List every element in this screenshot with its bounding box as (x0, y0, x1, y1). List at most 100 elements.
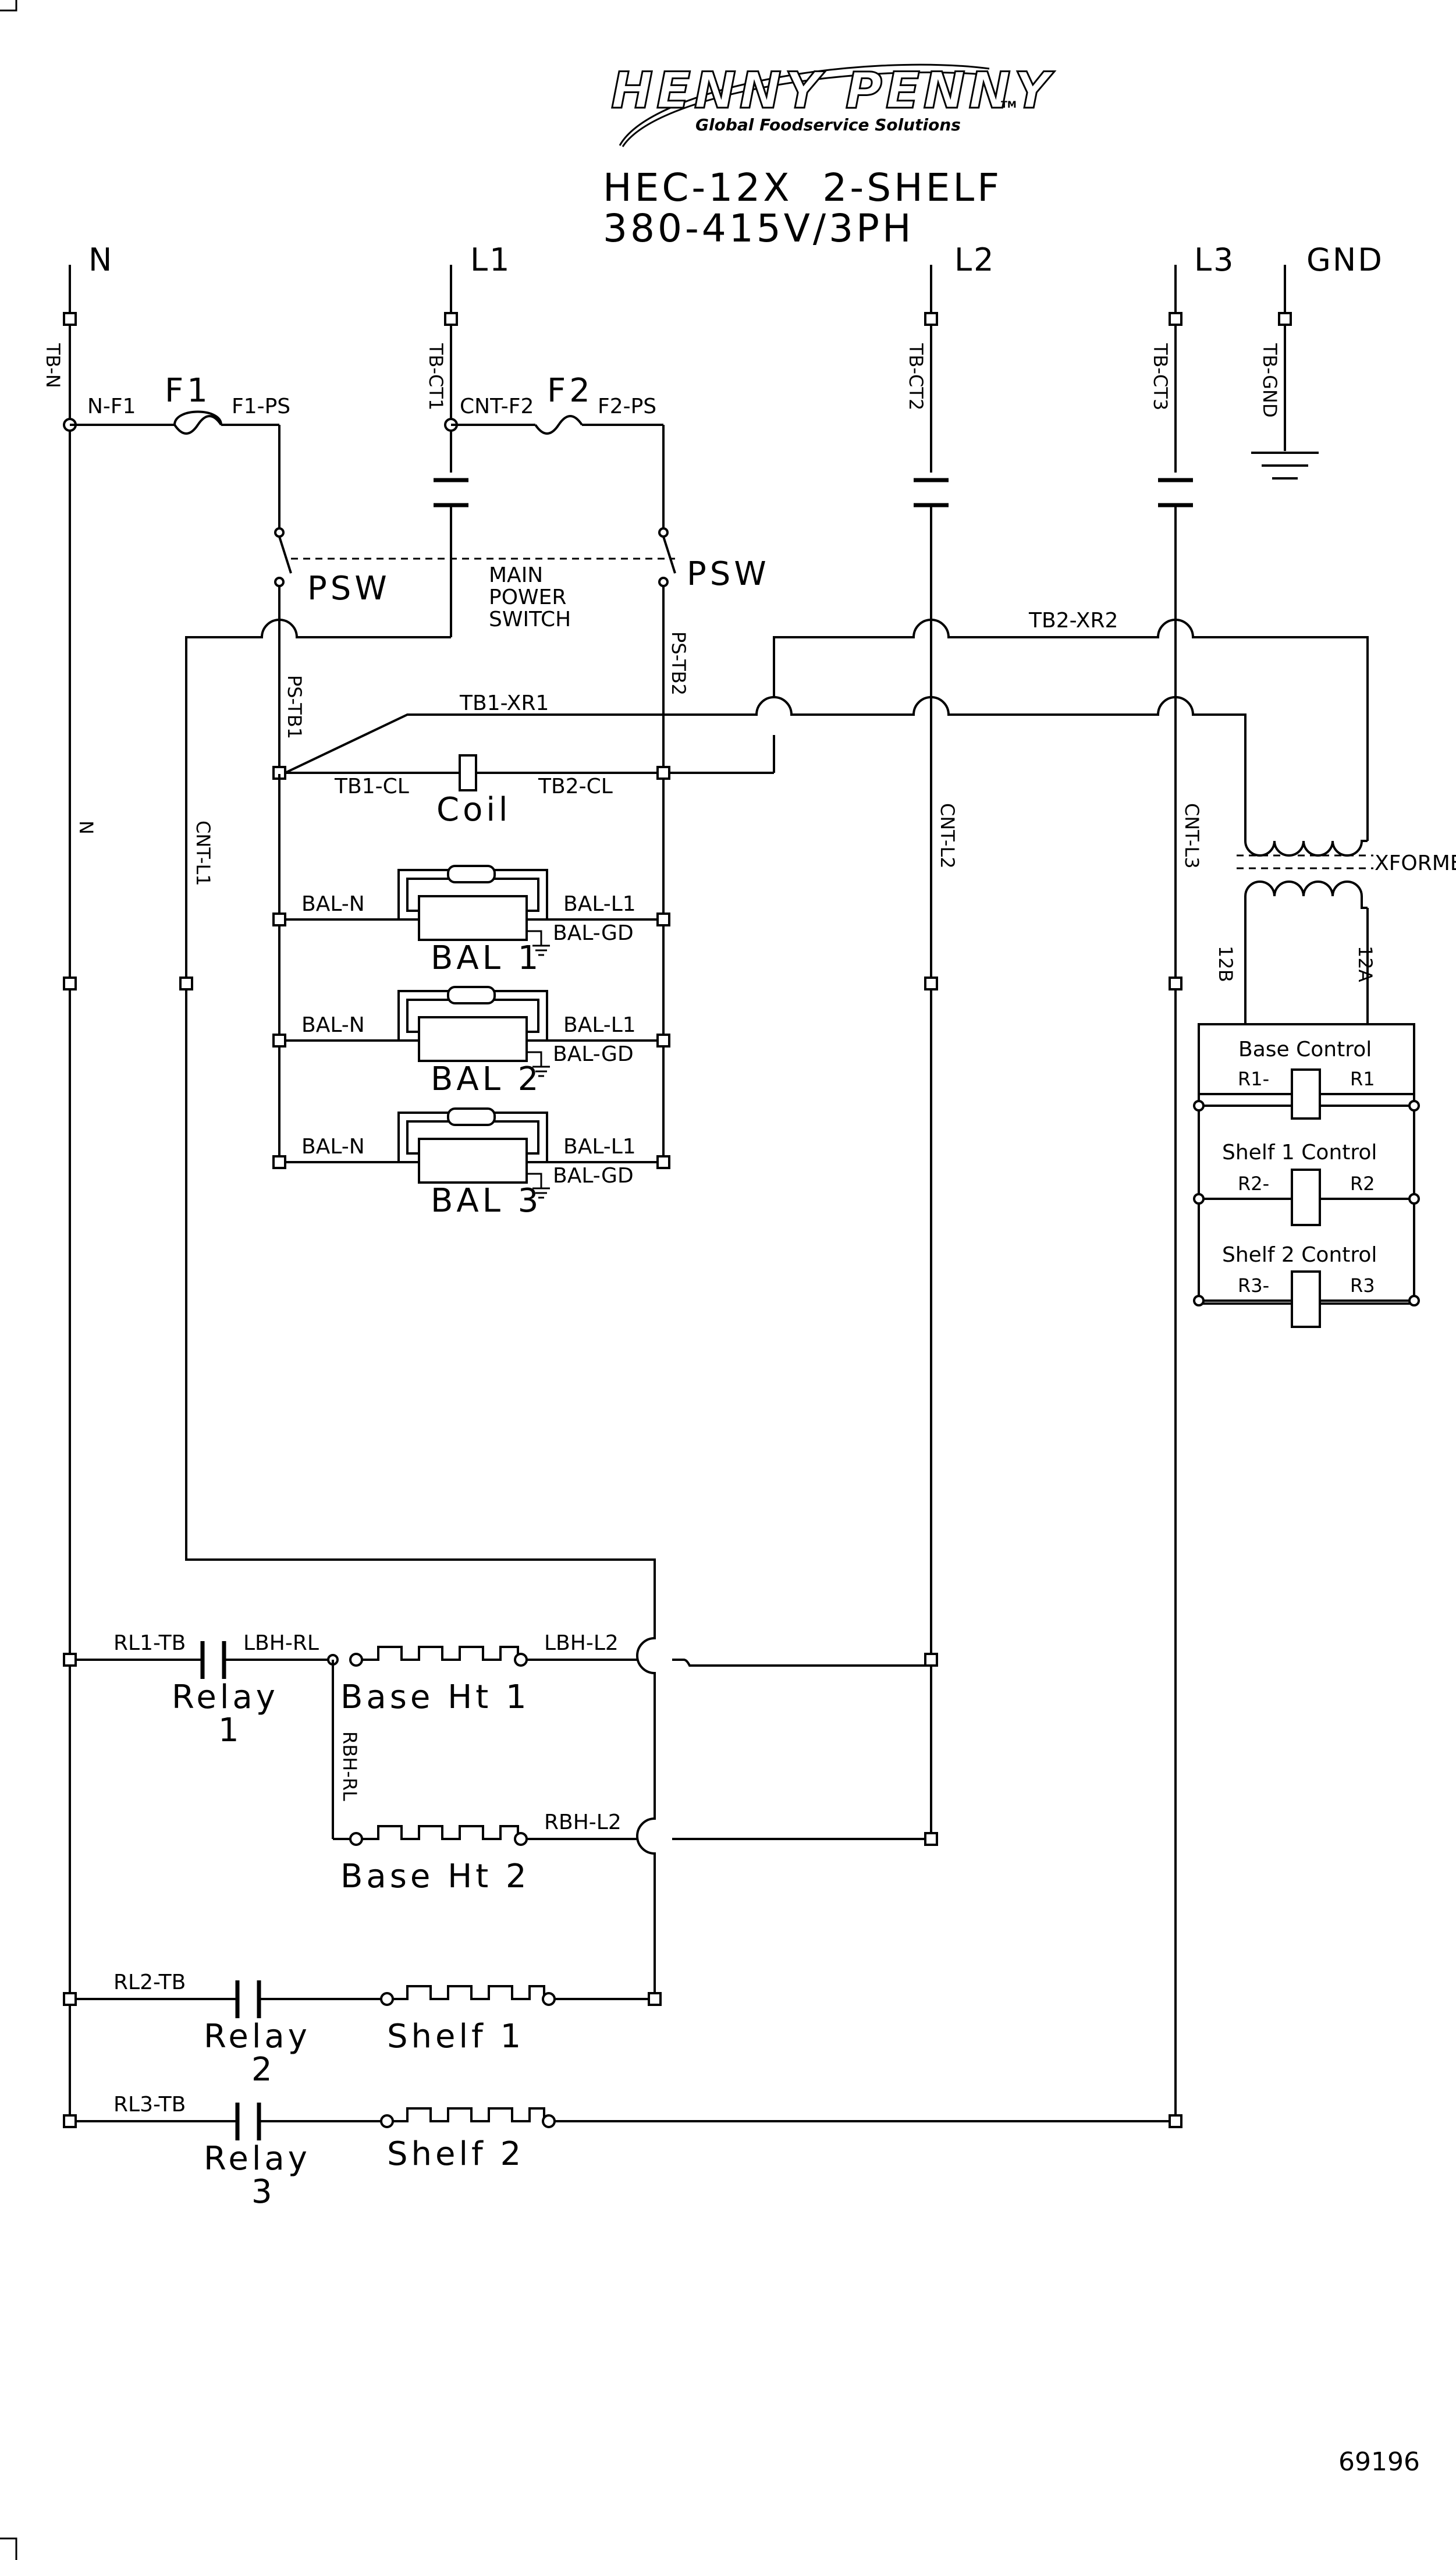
n-wire-label: N (75, 821, 97, 835)
transformer (1237, 840, 1373, 1024)
lbh-l2-wire-label: LBH-L2 (544, 1631, 619, 1655)
relay-1-circuit (63, 1641, 925, 1839)
bal1-label: BAL 1 (431, 939, 542, 977)
coil-label: Coil (436, 791, 511, 829)
r3-minus-label: R3- (1238, 1274, 1269, 1297)
l2-bus (914, 265, 949, 1846)
relay3-number: 3 (251, 2173, 276, 2211)
wire-12b-label: 12B (1214, 946, 1237, 982)
tb2-xr2-wire-label: TB2-XR2 (1028, 609, 1118, 633)
f2-label: F2 (547, 372, 594, 410)
coil-symbol (459, 754, 477, 791)
r3-label: R3 (1350, 1274, 1375, 1297)
cnt-f2-wire-label: CNT-F2 (460, 395, 534, 418)
relay1-label: Relay (172, 1678, 279, 1716)
base-ht-2-label: Base Ht 2 (340, 1858, 530, 1895)
base-control-label: Base Control (1238, 1038, 1372, 1061)
shelf1-control-label: Shelf 1 Control (1222, 1141, 1377, 1164)
f2-ps-wire-label: F2-PS (598, 395, 656, 418)
rl1-tb-wire-label: RL1-TB (113, 1631, 186, 1655)
tb-ct1-wire-label: TB-CT1 (425, 343, 447, 410)
xformer-label: XFORMER (1375, 851, 1456, 875)
rl3-tb-wire-label: RL3-TB (113, 2093, 186, 2117)
ballast-3 (272, 1107, 670, 1199)
r2-minus-label: R2- (1238, 1173, 1269, 1195)
brand-tagline: Global Foodservice Solutions (695, 115, 961, 134)
coil-row (272, 735, 775, 791)
main-switch-label-1: MAIN (489, 563, 543, 587)
line-l2-label: L2 (954, 242, 995, 278)
bal3-label: BAL 3 (431, 1182, 542, 1220)
bal2-label: BAL 2 (431, 1060, 542, 1098)
bal2-n-wire-label: BAL-N (301, 1013, 365, 1037)
fuse-f1 (70, 410, 280, 528)
bal3-n-wire-label: BAL-N (301, 1135, 365, 1159)
bal1-n-wire-label: BAL-N (301, 892, 365, 916)
bal1-l1-wire-label: BAL-L1 (563, 892, 636, 916)
f1-ps-wire-label: F1-PS (232, 395, 290, 418)
bal3-l1-wire-label: BAL-L1 (563, 1135, 636, 1159)
tb2-xr2-wire (773, 619, 1369, 841)
base-heater-2-circuit (333, 1825, 925, 1846)
relay2-label: Relay (204, 2018, 311, 2055)
l1-bus (434, 265, 468, 637)
cnt-l3-wire-label: CNT-L3 (1181, 803, 1203, 869)
shelf-2-label: Shelf 2 (387, 2135, 524, 2173)
ground-terminal (1251, 265, 1319, 480)
wire-12a-label: 12A (1354, 946, 1376, 982)
model-title: HEC-12X 2-SHELF (603, 165, 1002, 210)
lbh-rl-wire-label: LBH-RL (243, 1631, 319, 1655)
l3-bus (1158, 265, 1193, 2128)
tb-ct3-wire-label: TB-CT3 (1149, 343, 1171, 410)
r1-minus-label: R1- (1238, 1068, 1269, 1090)
tb2-cl-wire-label: TB2-CL (538, 775, 613, 798)
relay1-number: 1 (218, 1712, 243, 1749)
bal2-gd-wire-label: BAL-GD (553, 1042, 634, 1066)
cnt-l1-wire (179, 619, 656, 1999)
relay3-label: Relay (204, 2140, 311, 2178)
trademark: TM (1001, 99, 1017, 110)
main-power-switch (274, 527, 676, 1164)
cnt-l1-wire-label: CNT-L1 (192, 821, 214, 886)
fuse-f2 (451, 415, 665, 528)
bal2-l1-wire-label: BAL-L1 (563, 1013, 636, 1037)
line-gnd-label: GND (1306, 242, 1384, 278)
r2-label: R2 (1350, 1173, 1375, 1195)
ballast-1 (272, 774, 670, 1164)
f1-label: F1 (165, 372, 211, 410)
line-l3-label: L3 (1194, 242, 1235, 278)
relay-2-circuit (63, 1980, 662, 2018)
tb-n-wire-label: TB-N (42, 343, 64, 388)
line-l1-label: L1 (470, 242, 511, 278)
tb1-xr1-wire (285, 696, 1247, 841)
ballast-2 (272, 986, 670, 1077)
bal3-gd-wire-label: BAL-GD (553, 1164, 634, 1188)
tb1-cl-wire-label: TB1-CL (334, 775, 409, 798)
drawing-number: 69196 (1338, 2447, 1420, 2477)
r1-label: R1 (1350, 1068, 1375, 1090)
shelf2-control-label: Shelf 2 Control (1222, 1243, 1377, 1267)
crop-marks (0, 0, 17, 2560)
psw-right-label: PSW (687, 555, 770, 593)
brand-name: HENNY PENNY (611, 62, 1055, 120)
relay2-number: 2 (251, 2051, 276, 2089)
relay-3-circuit (63, 2103, 1170, 2140)
n-f1-wire-label: N-F1 (87, 395, 136, 418)
main-switch-label-3: SWITCH (489, 608, 571, 631)
cnt-l2-wire-label: CNT-L2 (936, 803, 958, 869)
tb-ct2-wire-label: TB-CT2 (905, 343, 927, 410)
n-bus (63, 265, 77, 2121)
tb1-xr1-wire-label: TB1-XR1 (459, 691, 549, 715)
bal1-gd-wire-label: BAL-GD (553, 921, 634, 945)
shelf-1-label: Shelf 1 (387, 2018, 524, 2055)
ps-tb2-wire-label: PS-TB2 (667, 631, 690, 695)
rbh-rl-wire-label: RBH-RL (339, 1731, 361, 1801)
main-switch-label-2: POWER (489, 585, 566, 609)
brand-logo: HENNY PENNY Global Foodservice Solutions… (610, 61, 1055, 147)
base-ht-1-label: Base Ht 1 (340, 1678, 530, 1716)
rbh-l2-wire-label: RBH-L2 (544, 1810, 622, 1834)
line-n-label: N (88, 242, 113, 278)
voltage-title: 380-415V/3PH (603, 206, 914, 251)
control-relays (1193, 1023, 1420, 1328)
